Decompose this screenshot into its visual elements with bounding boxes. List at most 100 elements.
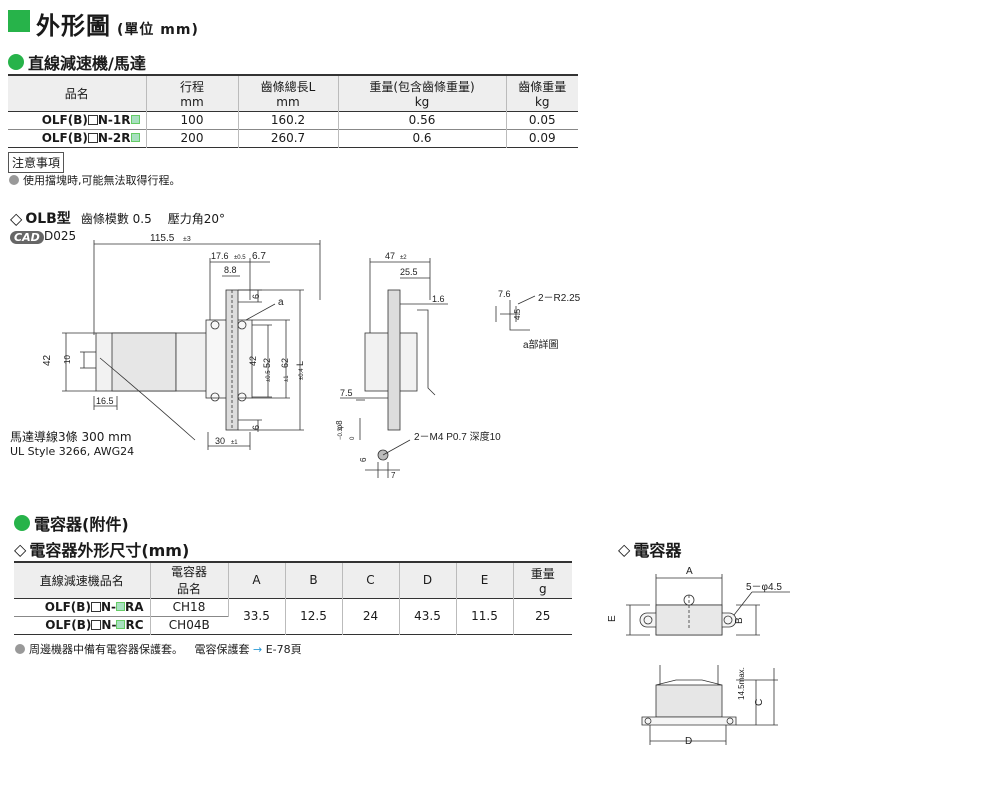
cell-E: 11.5 (456, 598, 514, 634)
col-header-name: 品名 (8, 75, 147, 111)
cell-stroke: 200 (146, 129, 239, 147)
dim-6c: 6 (359, 457, 368, 462)
drawing-title: 電容器 (633, 541, 682, 560)
cell-stroke: 100 (146, 111, 239, 129)
dim-115: 115.5 (150, 233, 175, 244)
note-line: 周邊機器中備有電容器保護套。 電容保護套 → E-78頁 (15, 641, 302, 657)
detail-a-label: a部詳圖 (523, 338, 559, 351)
dim-30: 30 (215, 436, 225, 446)
dim-52-tol: ±0.5 (266, 370, 272, 382)
wire-label: 馬達導線3條 300 mm (10, 430, 132, 444)
cell-C: 24 (342, 598, 400, 634)
dim-7: 7 (391, 471, 396, 480)
dim-A: A (686, 566, 693, 577)
cell-rack-weight: 0.09 (528, 131, 556, 145)
dim-17-6: 17.6 (211, 251, 229, 261)
cell-weight: 25 (535, 609, 551, 623)
cell-A: 33.5 (228, 598, 286, 634)
dim-62-tol: ±1 (284, 375, 290, 382)
capacitor-subtitle: ◇ 電容器外形尺寸(mm) (14, 537, 189, 561)
dim-7-5: 7.5 (340, 388, 353, 398)
col-header-D: D (399, 562, 457, 598)
cell-B: 12.5 (285, 598, 343, 634)
note-text: 使用擋塊時,可能無法取得行程。 (23, 174, 181, 187)
note-text: 周邊機器中備有電容器保護套。 (29, 643, 183, 656)
product-name: OLF(B)N-RC (14, 616, 151, 634)
dim-10: 10 (63, 355, 72, 364)
cell-length: 160.2 (238, 111, 339, 129)
diamond-icon: ◇ (618, 539, 631, 559)
note-line: 使用擋塊時,可能無法取得行程。 (9, 172, 181, 188)
page-title-text: 外形圖 (36, 12, 111, 40)
label-a: a (278, 297, 284, 308)
dim-1-6: 1.6 (432, 294, 445, 304)
dim-phi8: φ8 (335, 420, 344, 430)
dim-8-8: 8.8 (224, 265, 237, 275)
dim-52: 52 (262, 358, 272, 368)
product-name: OLF(B)N-1R (8, 111, 147, 129)
dim-phi8-tol: −0.3 (338, 427, 344, 440)
col-header-E: E (456, 562, 514, 598)
note-ref: 電容保護套 (194, 643, 250, 656)
dim-6b: 6 (251, 425, 261, 430)
dim-6-7: 6.7 (252, 251, 266, 262)
dim-7-6: 7.6 (498, 289, 511, 299)
dim-D: D (685, 736, 692, 747)
col-header-B: B (285, 562, 343, 598)
bullet-dot-icon (14, 515, 30, 531)
col-header-C: C (342, 562, 400, 598)
drawing-heading: ◇ OLB型 齒條模數 0.5 壓力角20° (10, 208, 225, 228)
motor-outline-drawing: 115.5 ±3 17.6 ±0.5 6.7 8.8 6 a 42 10 16.… (42, 233, 581, 480)
dim-L-tol: ±0.4 (299, 368, 305, 380)
cell-rack-weight: 0.05 (528, 113, 556, 127)
dim-max: 14.5max. (737, 667, 746, 700)
table-row: OLF(B)N-RA CH18 33.5 12.5 24 43.5 11.5 2… (14, 598, 572, 634)
cell-capacitor: CH04B (168, 618, 210, 632)
table-row: OLF(B)N-1R 100 160.2 0.56 0.05 (8, 111, 578, 129)
dim-B: B (734, 617, 745, 624)
col-header-model: 直線減速機品名 (14, 562, 151, 598)
dim-17-6-tol: ±0.5 (234, 255, 246, 261)
cell-D: 43.5 (399, 598, 457, 634)
diamond-icon: ◇ (10, 208, 23, 228)
col-header-A: A (228, 562, 286, 598)
section-capacitor: 電容器(附件) (14, 511, 129, 535)
dim-r2-25: 2－R2.25 (538, 293, 581, 304)
dim-4-5: 4.5 (513, 308, 522, 320)
dim-6a: 6 (251, 294, 261, 299)
dim-E: E (607, 615, 618, 622)
note-label: 注意事項 (8, 152, 65, 173)
product-name: OLF(B)N-2R (8, 129, 147, 147)
page-link[interactable]: E-78頁 (265, 643, 302, 656)
cad-badge: CAD (10, 231, 44, 244)
diamond-icon: ◇ (14, 539, 27, 559)
cell-weight: 0.6 (338, 129, 507, 147)
capacitor-drawing-heading: ◇ 電容器 (618, 537, 681, 561)
grey-bullet-icon (9, 175, 19, 185)
dim-30-tol: ±1 (231, 440, 238, 446)
subtitle-text: 電容器外形尺寸(mm) (29, 541, 190, 560)
arrow-right-icon: → (253, 643, 263, 656)
section-title: 直線減速機/馬達 (28, 54, 146, 73)
wire-spec: UL Style 3266, AWG24 (10, 445, 135, 458)
title-marker (8, 10, 30, 32)
unit-label: (單位 mm) (117, 22, 199, 38)
dim-C: C (754, 699, 765, 706)
dim-42-right: 42 (248, 356, 258, 366)
dim-L: L (295, 361, 305, 366)
pressure-label: 壓力角20° (167, 211, 225, 226)
page-title: 外形圖 (單位 mm) (36, 6, 199, 41)
type-label: OLB型 (25, 211, 71, 227)
dim-47: 47 (385, 251, 395, 261)
section-linear-reducer: 直線減速機/馬達 (8, 50, 146, 74)
product-name: OLF(B)N-RA (14, 598, 151, 616)
col-header-capacitor: 電容器品名 (150, 562, 229, 598)
module-label: 齒條模數 0.5 (80, 211, 152, 226)
dim-25-5: 25.5 (400, 267, 418, 277)
capacitor-drawing: A 5－φ4.5 E B D 14.5max. C (607, 566, 790, 747)
dim-m4-thread: 2－M4 P0.7 深度10 (414, 430, 501, 443)
